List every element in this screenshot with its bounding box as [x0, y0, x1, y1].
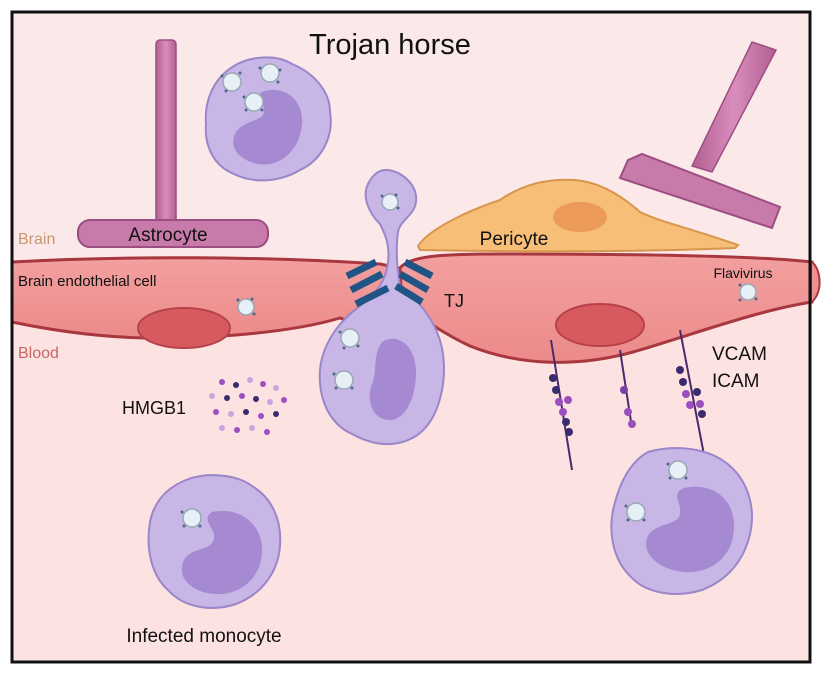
label-tj: TJ: [444, 291, 464, 311]
blood-monocyte-right: [610, 447, 753, 595]
astrocyte-right: [618, 41, 782, 230]
label-vcam: VCAM: [712, 344, 767, 365]
astrocyte-left: [77, 39, 269, 248]
tight-junctions: [345, 258, 434, 308]
hmgb1-particles: [209, 377, 287, 435]
pericyte: [416, 178, 740, 253]
label-hmgb1: HMGB1: [122, 398, 186, 418]
label-blood: Blood: [18, 345, 59, 362]
label-infected-monocyte: Infected monocyte: [126, 626, 281, 647]
virus-spikes: [180, 66, 758, 528]
label-flavivirus: Flavivirus: [713, 265, 772, 281]
label-pericyte: Pericyte: [480, 229, 549, 250]
adhesion-beads: [549, 366, 706, 436]
label-icam: ICAM: [712, 371, 760, 392]
label-brain: Brain: [18, 231, 55, 248]
endothelial-cells: [10, 252, 821, 364]
virus-particles: [182, 63, 757, 528]
diagram-frame: [10, 10, 812, 664]
blood-monocyte-left: [147, 474, 282, 609]
label-astrocyte: Astrocyte: [128, 225, 207, 246]
label-endothelial: Brain endothelial cell: [18, 273, 156, 290]
title: Trojan horse: [309, 29, 471, 61]
